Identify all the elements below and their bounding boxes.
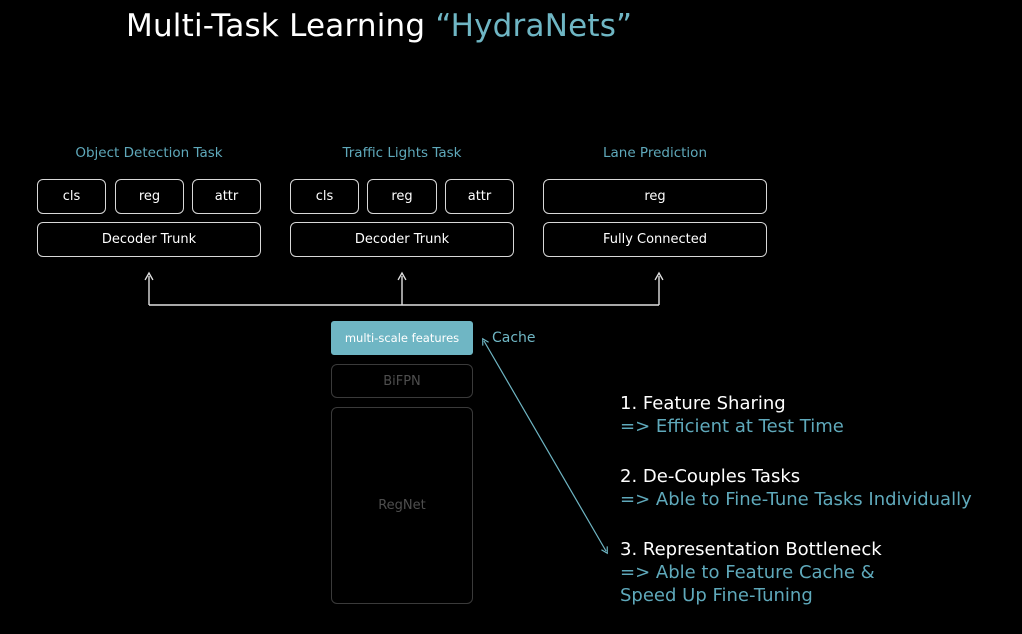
note-item: 3. Representation Bottleneck => Able to … [620, 538, 972, 607]
note-heading: 1. Feature Sharing [620, 393, 786, 414]
shared-feature-connector [144, 271, 664, 306]
decoder-trunk: Decoder Trunk [290, 222, 514, 257]
note-item: 1. Feature Sharing => Efficient at Test … [620, 392, 972, 438]
head-cls: cls [290, 179, 359, 214]
bifpn-block: BiFPN [331, 364, 473, 398]
note-line: => Able to Feature Cache & [620, 562, 875, 583]
task-label-lane-prediction: Lane Prediction [602, 145, 707, 161]
head-reg: reg [367, 179, 437, 214]
connectors [144, 271, 664, 555]
slide-title: Multi-Task Learning “HydraNets” [126, 8, 632, 44]
head-reg: reg [543, 179, 767, 214]
note-line: => Able to Fine-Tune Tasks Individually [620, 489, 972, 510]
multi-scale-features: multi-scale features [331, 321, 473, 355]
note-line: Speed Up Fine-Tuning [620, 585, 813, 606]
task-label-object-detection: Object Detection Task [75, 145, 223, 161]
head-attr: attr [445, 179, 514, 214]
note-item: 2. De-Couples Tasks => Able to Fine-Tune… [620, 465, 972, 511]
title-accent: “HydraNets” [435, 8, 633, 44]
cache-arrow [482, 337, 608, 555]
note-line: => Efficient at Test Time [620, 416, 844, 437]
head-reg: reg [115, 179, 184, 214]
task-label-traffic-lights: Traffic Lights Task [342, 145, 462, 161]
head-attr: attr [192, 179, 261, 214]
note-heading: 2. De-Couples Tasks [620, 466, 801, 487]
fully-connected: Fully Connected [543, 222, 767, 257]
decoder-trunk: Decoder Trunk [37, 222, 261, 257]
notes-list: 1. Feature Sharing => Efficient at Test … [620, 392, 972, 634]
head-cls: cls [37, 179, 106, 214]
regnet-block: RegNet [331, 407, 473, 604]
note-heading: 3. Representation Bottleneck [620, 539, 882, 560]
title-main: Multi-Task Learning [126, 8, 436, 44]
